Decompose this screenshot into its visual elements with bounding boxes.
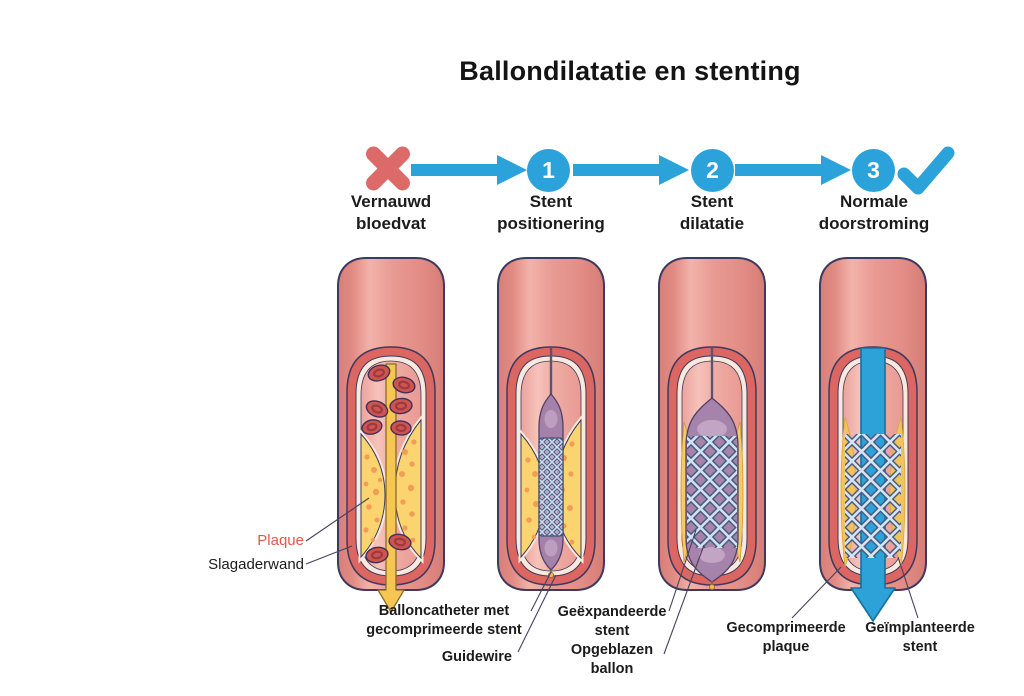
vessel-stage-2-stent-positioning bbox=[497, 257, 605, 591]
label-slagaderwand: Slagaderwand bbox=[208, 556, 304, 573]
label-line: plaque bbox=[762, 639, 810, 655]
step-label-line: positionering bbox=[497, 214, 605, 233]
page-title: Ballondilatatie en stenting bbox=[459, 56, 801, 86]
step-label-line: Normale bbox=[839, 192, 909, 211]
check-icon bbox=[897, 146, 955, 195]
arrow-right-icon bbox=[735, 155, 851, 185]
guidewire-tip bbox=[709, 583, 716, 590]
label-line: Geëxpandeerde bbox=[557, 604, 667, 620]
label-line: Opgeblazen bbox=[570, 642, 654, 658]
implanted-stent bbox=[845, 434, 901, 558]
step-label-vernauwd-bloedvat: Vernauwd bloedvat bbox=[306, 191, 476, 235]
step-label-line: dilatatie bbox=[679, 214, 745, 233]
compressed-stent bbox=[538, 437, 564, 537]
blood-cells bbox=[361, 364, 416, 564]
vessel-stage-3-stent-dilatation bbox=[658, 257, 766, 591]
guidewire-tip bbox=[548, 571, 555, 578]
step-label-line: bloedvat bbox=[356, 214, 426, 233]
label-line: stent bbox=[902, 639, 938, 655]
step-label-stent-dilatatie: Stent dilatatie bbox=[627, 191, 797, 235]
label-opgeblazen-ballon: Opgeblazen ballon bbox=[532, 641, 692, 679]
step-badge-1: 1 bbox=[527, 149, 570, 192]
step-badge-3: 3 bbox=[852, 149, 895, 192]
step-label-line: doorstroming bbox=[818, 214, 930, 233]
step-label-line: Stent bbox=[529, 192, 573, 211]
label-plaque: Plaque bbox=[257, 532, 304, 549]
label-guidewire: Guidewire bbox=[441, 649, 512, 665]
label-line: gecomprimeerde stent bbox=[366, 622, 522, 638]
arrow-right-icon bbox=[573, 155, 689, 185]
expanded-stent bbox=[687, 436, 737, 548]
label-balloncatheter: Balloncatheter met gecomprimeerde stent bbox=[334, 602, 554, 640]
step-badge-2: 2 bbox=[691, 149, 734, 192]
label-line: Geïmplanteerde bbox=[865, 620, 975, 636]
label-line: ballon bbox=[590, 661, 634, 677]
label-geexpandeerde-stent: Geëxpandeerde stent bbox=[532, 603, 692, 641]
label-geimplanteerde-stent: Geïmplanteerde stent bbox=[840, 619, 1000, 657]
label-gecomprimeerde-plaque: Gecomprimeerde plaque bbox=[706, 619, 866, 657]
label-line: Gecomprimeerde bbox=[726, 620, 846, 636]
vessel-stage-4-normal-flow bbox=[819, 257, 927, 622]
step-label-line: Vernauwd bbox=[350, 192, 432, 211]
label-line: Balloncatheter met bbox=[378, 603, 510, 619]
vessel-stage-1-narrowed bbox=[337, 257, 445, 613]
step-label-stent-positionering: Stent positionering bbox=[466, 191, 636, 235]
arrow-right-icon bbox=[411, 155, 527, 185]
label-line: stent bbox=[594, 623, 630, 639]
step-label-line: Stent bbox=[690, 192, 734, 211]
step-label-normale-doorstroming: Normale doorstroming bbox=[789, 191, 959, 235]
x-mark-icon bbox=[362, 143, 414, 195]
